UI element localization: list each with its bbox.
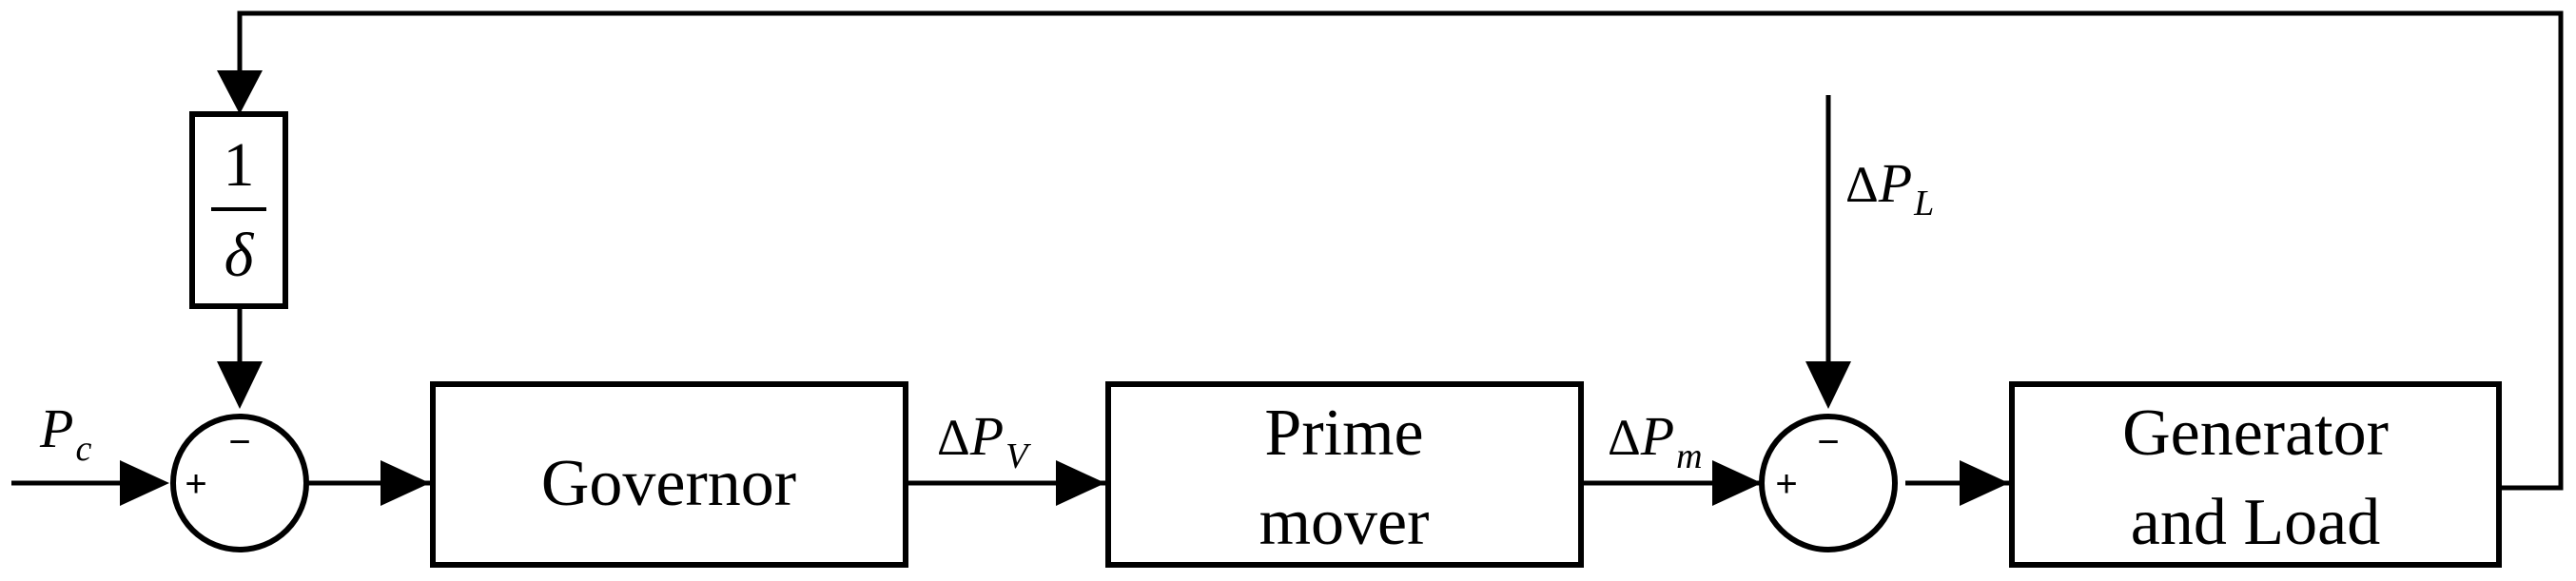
summing-junction-2: + − bbox=[1759, 414, 1898, 552]
sum1-plus-sign: + bbox=[185, 463, 206, 505]
svg-text:ΔPL: ΔPL bbox=[1845, 152, 1934, 223]
dpv-main: P bbox=[969, 405, 1004, 467]
sum2-minus-sign: − bbox=[1817, 421, 1839, 463]
arrow-into-governor bbox=[381, 460, 430, 506]
feedback-gain-block: 1 δ bbox=[189, 111, 288, 309]
sum1-circle bbox=[170, 414, 309, 552]
arrow-feedback-down bbox=[217, 70, 263, 114]
generator-load-box bbox=[2009, 381, 2502, 568]
arrow-heads bbox=[120, 70, 2009, 506]
dpv-delta: Δ bbox=[937, 409, 970, 466]
governor-box bbox=[430, 381, 908, 568]
arrow-into-sum1-left bbox=[120, 460, 169, 506]
signal-dpv-label: ΔPV bbox=[937, 405, 1031, 476]
signal-pc-label: Pc bbox=[39, 397, 91, 469]
prime-mover-box bbox=[1105, 381, 1584, 568]
feedback-path bbox=[237, 10, 2564, 491]
svg-text:Pc: Pc bbox=[39, 397, 91, 469]
dpm-delta: Δ bbox=[1608, 409, 1641, 466]
governor-block: Governor bbox=[430, 381, 908, 568]
dpl-delta: Δ bbox=[1845, 156, 1879, 213]
svg-text:ΔPV: ΔPV bbox=[937, 405, 1031, 476]
feedback-gain-numerator: 1 bbox=[224, 130, 255, 200]
pc-subscript: c bbox=[75, 429, 91, 469]
pc-main: P bbox=[39, 397, 73, 459]
svg-text:ΔPm: ΔPm bbox=[1608, 405, 1703, 476]
sum2-plus-sign: + bbox=[1775, 463, 1797, 505]
signal-lines bbox=[11, 10, 2564, 491]
summing-junction-1: + − bbox=[170, 414, 309, 552]
dpl-subscript: L bbox=[1913, 184, 1934, 223]
generator-load-label-line1: Generator bbox=[2122, 397, 2389, 470]
arrow-into-sum1-top bbox=[217, 361, 263, 409]
dpv-subscript: V bbox=[1005, 436, 1031, 476]
arrow-into-prime-mover bbox=[1056, 460, 1105, 506]
prime-mover-label-line2: mover bbox=[1259, 486, 1430, 559]
signal-dpm-label: ΔPm bbox=[1608, 405, 1703, 476]
prime-mover-label-line1: Prime bbox=[1264, 397, 1423, 470]
governor-label: Governor bbox=[541, 447, 796, 520]
prime-mover-block: Prime mover bbox=[1105, 381, 1584, 568]
dpm-subscript: m bbox=[1676, 436, 1702, 476]
dpl-main: P bbox=[1878, 152, 1912, 214]
arrow-into-sum2-top bbox=[1805, 361, 1851, 409]
generator-load-label-line2: and Load bbox=[2131, 486, 2380, 559]
signal-dpl-label: ΔPL bbox=[1845, 152, 1934, 223]
sum2-circle bbox=[1759, 414, 1898, 552]
arrow-into-generator bbox=[1960, 460, 2009, 506]
sum1-minus-sign: − bbox=[228, 421, 250, 463]
generator-load-block: Generator and Load bbox=[2009, 381, 2502, 568]
dpm-main: P bbox=[1640, 405, 1674, 467]
arrow-into-sum2-left bbox=[1712, 460, 1762, 506]
feedback-gain-denominator: δ bbox=[224, 221, 255, 290]
